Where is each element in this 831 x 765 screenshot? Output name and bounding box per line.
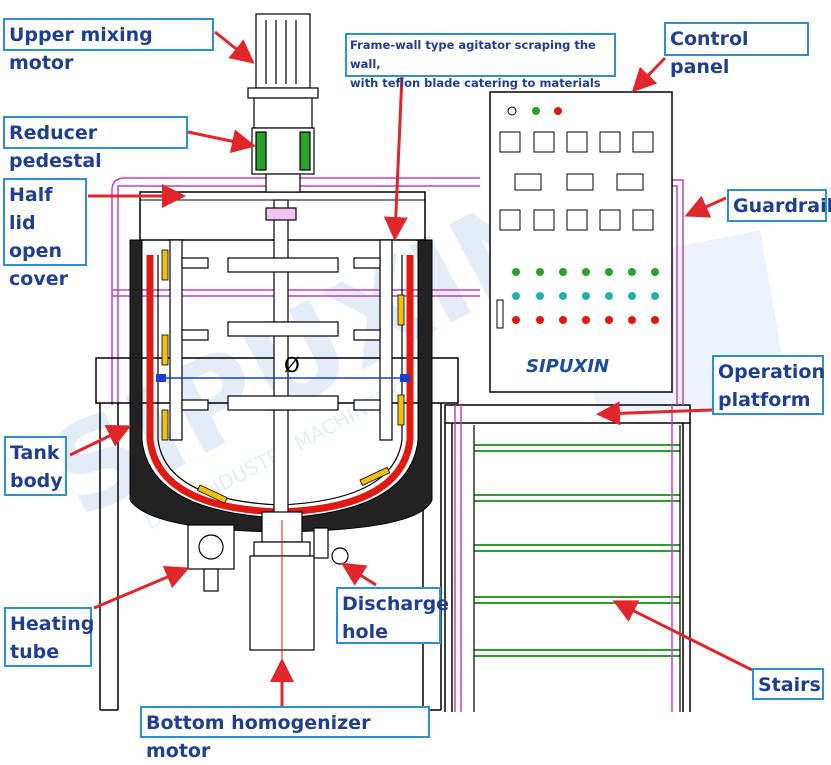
arrow-reducer bbox=[187, 129, 256, 154]
label-control-panel: Control panel bbox=[664, 22, 809, 78]
arrow-discharge bbox=[340, 562, 377, 587]
label-half-lid-open-cover: Half lid open cover bbox=[3, 178, 87, 290]
label-upper-mixing-motor: Upper mixing motor bbox=[3, 18, 214, 74]
arrow-control-panel bbox=[631, 56, 667, 93]
heating-tube-drawing bbox=[187, 524, 235, 592]
label-stairs: Stairs bbox=[752, 668, 824, 700]
diameter-symbol: Ø bbox=[284, 353, 300, 377]
arrow-upper-motor bbox=[214, 30, 255, 64]
label-discharge-hole: Discharge hole bbox=[336, 587, 449, 644]
label-guardrail: Guardrail bbox=[727, 189, 831, 222]
label-frame-agitator: Frame-wall type agitator scraping the wa… bbox=[345, 33, 616, 90]
arrow-platform bbox=[596, 401, 713, 426]
mixing-tank-diagram: SIPUXIN DAILY INDUSTRY MACHINERY bbox=[28, 13, 790, 712]
arrow-guardrail bbox=[684, 195, 727, 218]
label-bottom-homogenizer-motor: Bottom homogenizer motor bbox=[140, 706, 430, 762]
stairs-frame bbox=[473, 425, 681, 712]
label-heating-tube: Heating tube bbox=[4, 607, 94, 667]
control-panel-drawing: SIPUXIN bbox=[489, 91, 673, 393]
label-tank-body: Tank body bbox=[4, 436, 67, 496]
bottom-homogenizer-drawing bbox=[249, 511, 315, 705]
upper-mixing-motor-drawing bbox=[247, 13, 319, 193]
arrow-stairs bbox=[612, 600, 753, 672]
operation-platform bbox=[444, 404, 691, 712]
callout-arrows bbox=[69, 30, 753, 708]
discharge-valve-drawing bbox=[313, 527, 349, 565]
arrow-heating-tube bbox=[93, 565, 190, 610]
stairs-rungs bbox=[474, 444, 680, 657]
brand-logo: SIPUXIN bbox=[526, 356, 609, 377]
label-reducer-pedestal: Reducer pedestal bbox=[3, 116, 188, 172]
agitator-blades bbox=[161, 249, 405, 504]
diameter-dimension: Ø bbox=[156, 353, 410, 382]
agitator-frame bbox=[169, 199, 393, 521]
arrow-tank-body bbox=[69, 425, 132, 457]
label-operation-platform: Operation platform bbox=[712, 355, 825, 415]
arrow-agitator bbox=[383, 75, 408, 241]
